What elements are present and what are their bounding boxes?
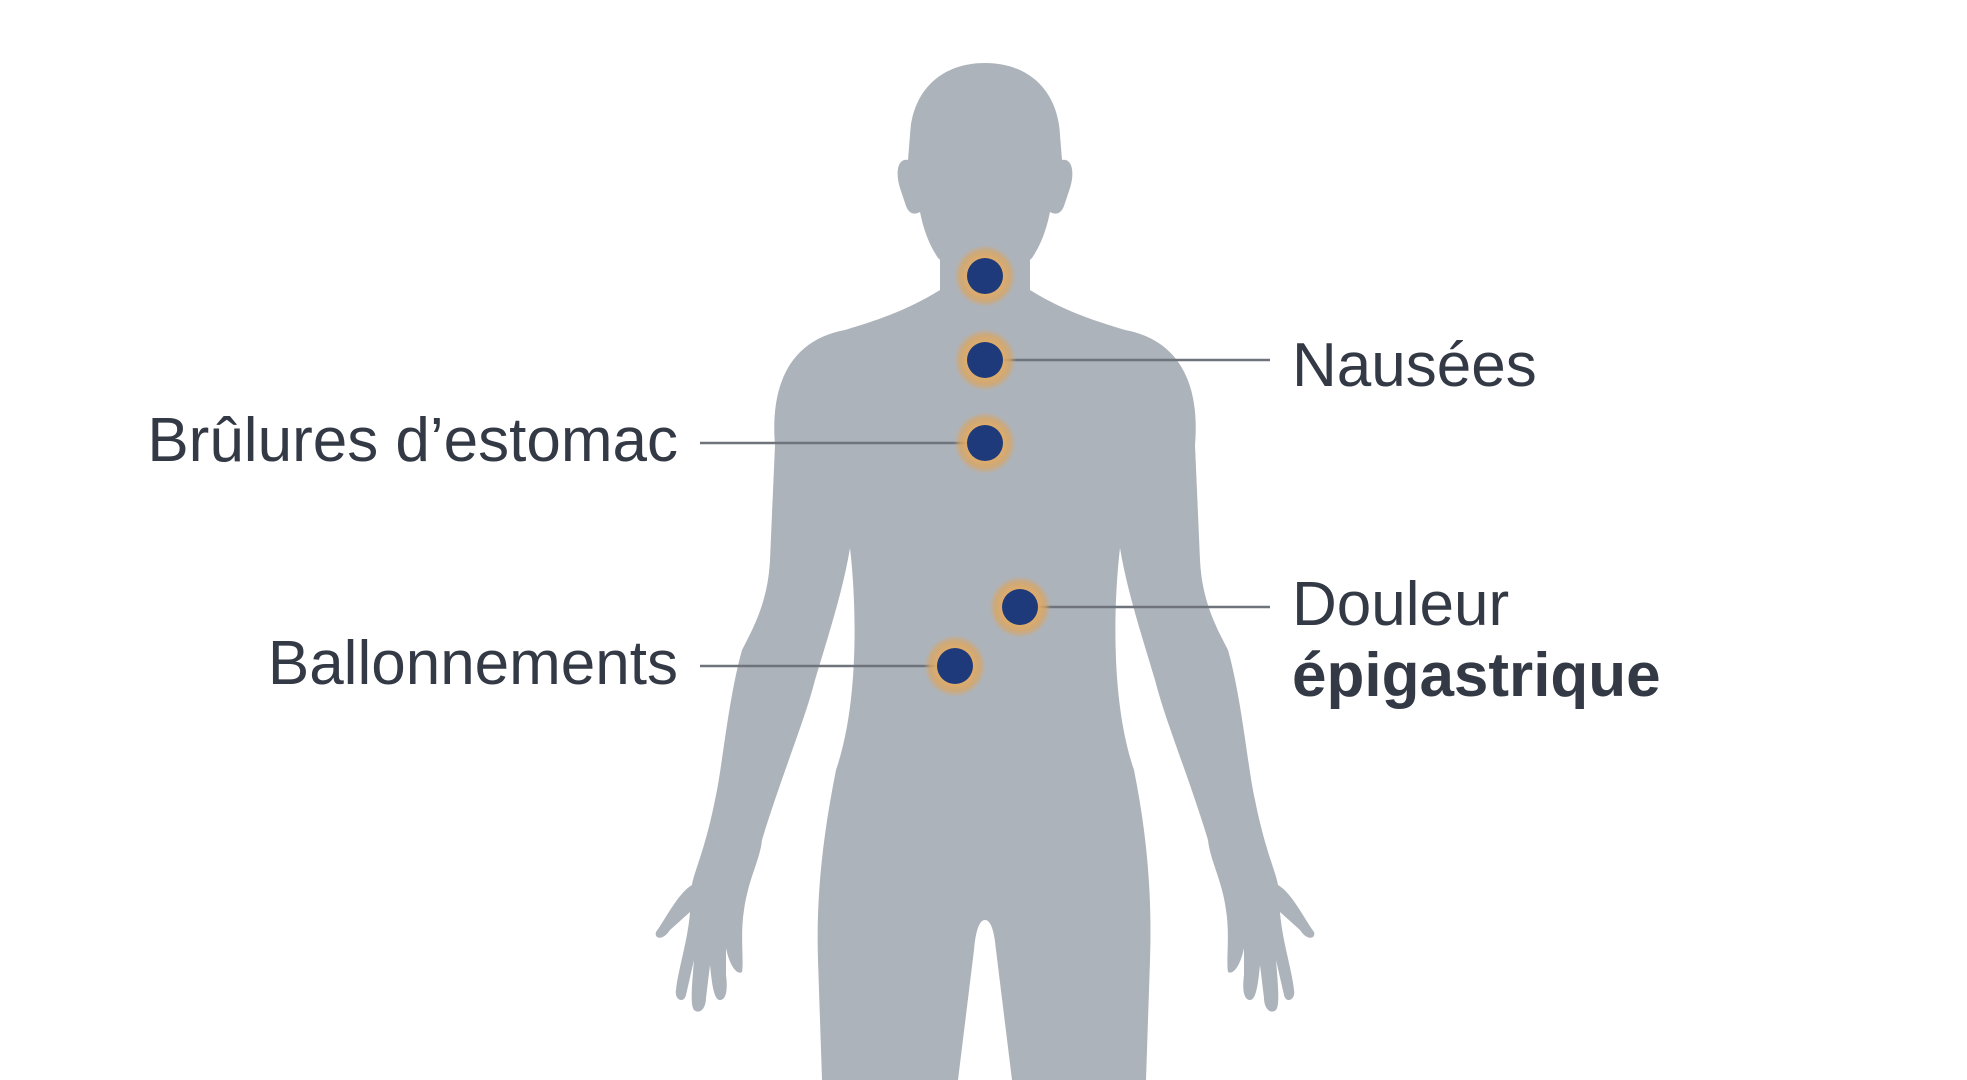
douleur-marker-dot bbox=[1002, 589, 1038, 625]
ballonnements-marker-dot bbox=[937, 648, 973, 684]
throat-marker bbox=[954, 245, 1016, 307]
nausees-marker-dot bbox=[967, 342, 1003, 378]
ballonnements-label: Ballonnements bbox=[268, 629, 678, 698]
brulures-marker-dot bbox=[967, 425, 1003, 461]
nausees-label: Nausées bbox=[1292, 331, 1537, 400]
symptom-labels: Nausées Brûlures d’estomac Douleur épiga… bbox=[147, 331, 1660, 710]
ballonnements-marker bbox=[924, 635, 986, 697]
douleur-label-line1: Douleur bbox=[1292, 570, 1509, 639]
head-shape bbox=[897, 63, 1073, 272]
throat-marker-dot bbox=[967, 258, 1003, 294]
nausees-marker bbox=[954, 329, 1016, 391]
douleur-marker bbox=[989, 576, 1051, 638]
symptom-markers bbox=[924, 245, 1051, 697]
leader-lines bbox=[700, 358, 1270, 668]
brulures-marker bbox=[954, 412, 1016, 474]
douleur-label-line2: épigastrique bbox=[1292, 641, 1661, 710]
brulures-label: Brûlures d’estomac bbox=[147, 406, 678, 475]
body-silhouette bbox=[655, 63, 1315, 1080]
